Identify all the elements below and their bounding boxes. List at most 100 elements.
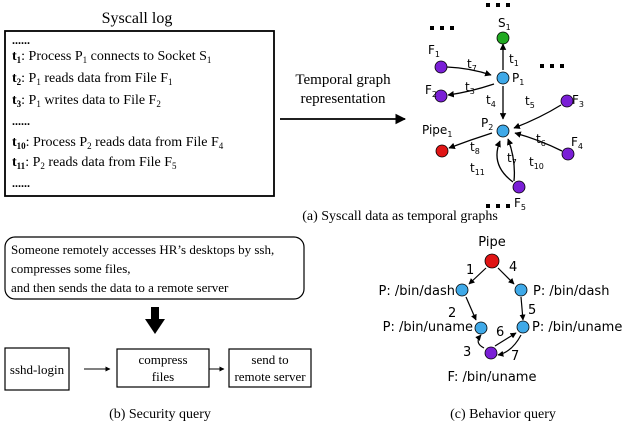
query-line-1: Someone remotely accesses HR’s desktops … [11,242,274,257]
behavior-edge-4 [497,267,515,285]
label-f2: F2 [425,83,437,99]
node-pipe1 [435,144,449,158]
caption-b: (b) Security query [109,407,211,422]
node-f5 [512,180,526,194]
behavior-label-uname-right: P: /bin/uname [532,320,622,335]
behavior-edge-7 [497,334,522,357]
behavior-label-uname-left: P: /bin/uname [383,320,473,335]
behavior-num-2: 2 [448,306,456,321]
log-line-1: t1: Process P1 connects to Socket S1 [12,49,211,65]
label-f4: F4 [571,135,583,151]
label-p2: P2 [481,116,493,132]
edge-label-t8: t8 [470,140,480,156]
behavior-num-4: 4 [509,260,517,275]
behavior-nodes [455,253,530,360]
behavior-num-5: 5 [528,303,536,318]
edge-label-t7a: t7 [467,57,477,73]
log-dots-mid: ...... [12,114,30,128]
flow-box-send [228,348,312,388]
behavior-edges [465,267,526,357]
behavior-num-1: 1 [466,263,474,278]
edge-t2 [446,66,492,77]
behavior-node-file [484,346,498,360]
flow-box-2-line1: compress [138,352,187,367]
graph-edge-labels: t1 t7 t3 t4 t5 t6 t10 t8 t11 t7 [465,52,546,177]
down-arrow-shaft [151,307,159,321]
edge-t5 [513,104,562,129]
behavior-label-file: F: /bin/uname [448,370,537,385]
label-s1: S1 [498,16,511,32]
graph-node-labels: S1 P1 P2 F1 F2 F3 F4 F5 Pipe1 [422,16,584,212]
flow-box-1-label: sshd-login [10,362,65,377]
label-p1: P1 [512,71,524,87]
arrow-label-line1: Temporal graph [295,72,391,88]
syscall-log-panel: Syscall log ...... t1: Process P1 connec… [4,10,275,197]
log-line-2: t2: P1 reads data from File F1 [12,71,173,87]
edge-t11 [494,140,514,183]
label-pipe1: Pipe1 [422,123,452,139]
log-line-5: t11: P2 reads data from File F5 [12,155,177,171]
label-f5: F5 [514,196,526,212]
behavior-node-uname-left [474,321,488,335]
graph-edges [446,43,563,183]
node-p2 [496,124,510,138]
behavior-node-pipe [484,253,500,269]
behavior-query-panel: Pipe P: /bin/dash P: /bin/dash P: /bin/u… [379,235,623,385]
edge-label-t5: t5 [525,94,535,110]
node-f4 [561,147,575,161]
syscall-log-box [4,30,275,197]
query-text-box [4,236,305,300]
edge-label-t1: t1 [509,52,519,68]
behavior-labels: Pipe P: /bin/dash P: /bin/dash P: /bin/u… [379,235,623,385]
log-line-3: t3: P1 writes data to File F2 [12,93,161,109]
edge-label-t4: t4 [486,93,496,109]
flow-box-3-line2: remote server [234,369,306,384]
edge-t3 [447,83,495,98]
arrow-label-line2: representation [301,91,386,107]
behavior-edge-2 [465,296,477,321]
graph-nodes [434,31,575,194]
caption-a: (a) Syscall data as temporal graphs [302,209,498,224]
edge-t8 [448,132,493,149]
log-dots-bottom: ...... [12,176,30,190]
node-f2 [434,89,448,103]
behavior-edge-5 [519,296,526,321]
behavior-node-dash-left [455,283,469,297]
query-line-2: compresses some files, [11,261,131,276]
caption-c: (c) Behavior query [450,407,556,422]
temporal-graph: S1 P1 P2 F1 F2 F3 F4 F5 Pipe1 t1 t7 t3 t… [422,3,584,212]
edge-label-t10: t10 [529,155,544,171]
node-s1 [496,31,510,45]
edge-t7 [507,138,516,182]
behavior-label-pipe: Pipe [478,235,505,250]
flow-box-sshd-login [4,347,70,391]
behavior-node-dash-right [514,283,528,297]
edge-t10 [514,131,563,152]
behavior-edge-numbers: 1 2 3 4 5 6 7 [448,260,536,364]
down-arrow-head [145,319,165,334]
edge-label-t7b: t7 [507,151,517,167]
syscall-log-title: Syscall log [102,10,173,27]
node-f3 [560,94,574,108]
behavior-num-6: 6 [496,325,504,340]
node-f1 [434,60,448,74]
label-f3: F3 [572,93,584,109]
log-lines: t1: Process P1 connects to Socket S1 t2:… [12,49,211,109]
label-f1: F1 [428,43,440,59]
behavior-edge-3 [475,334,485,349]
edge-label-t11: t11 [470,161,485,177]
graph-ellipsis-marks [430,3,564,208]
log-dots-top: ...... [12,33,30,47]
node-p1 [496,71,510,85]
flow-box-compress [116,348,210,388]
transform-arrow: Temporal graph representation [280,72,407,125]
behavior-edge-6 [494,332,517,347]
behavior-num-7: 7 [511,349,519,364]
log-line-4: t10: Process P2 reads data from File F4 [12,135,224,151]
behavior-node-uname-right [516,320,530,334]
query-line-3: and then sends the data to a remote serv… [11,280,229,295]
behavior-edge-1 [468,267,487,285]
behavior-label-dash-right: P: /bin/dash [533,284,609,299]
flow-box-2-line2: files [152,369,174,384]
